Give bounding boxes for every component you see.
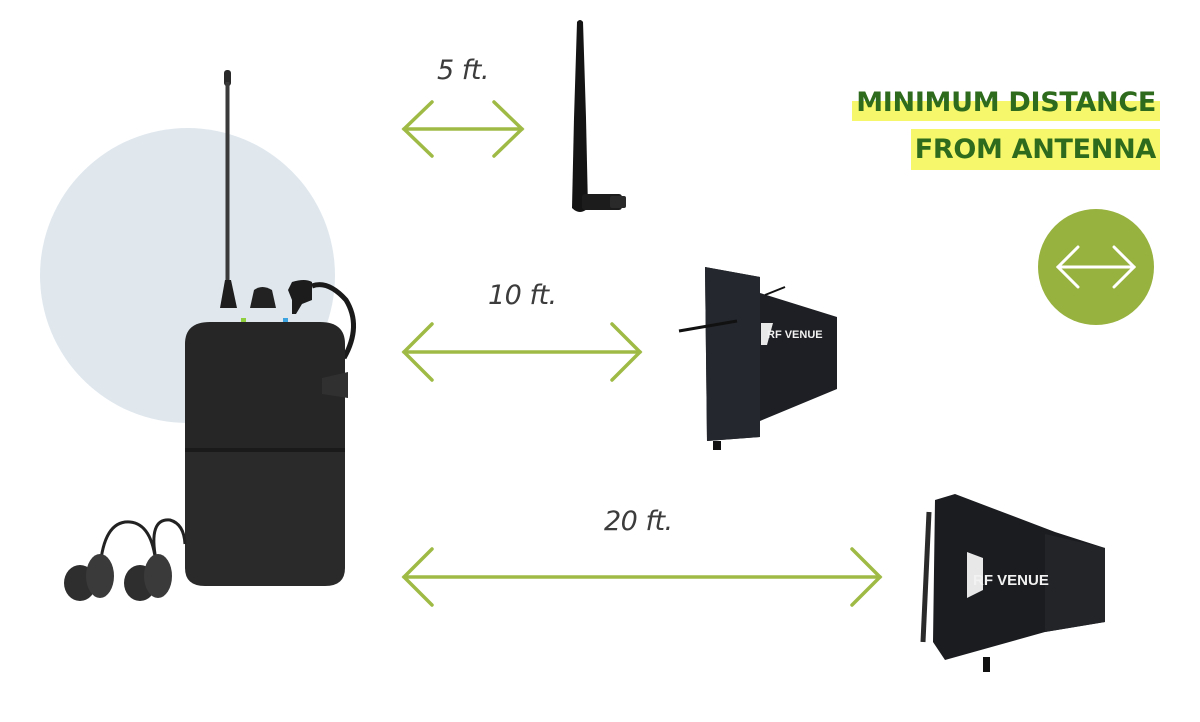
heading-text-2: FROM ANTENNA xyxy=(910,129,1160,170)
paddle-antenna-image: RF VENUE xyxy=(675,265,845,450)
distance-badge xyxy=(1038,209,1154,325)
double-arrow-5ft xyxy=(400,100,526,158)
heading-line-1: MINIMUM DISTANCE xyxy=(852,85,1160,121)
heading-text-1: MINIMUM DISTANCE xyxy=(852,85,1160,121)
double-arrow-10ft xyxy=(400,322,644,382)
heading-line-2: FROM ANTENNA xyxy=(910,129,1160,170)
rf-venue-logo: RF VENUE xyxy=(973,572,1049,589)
whip-antenna-image xyxy=(560,18,632,218)
rf-venue-logo: RF VENUE xyxy=(767,329,823,341)
bodypack-receiver-image xyxy=(60,68,370,608)
double-arrow-20ft xyxy=(400,547,884,607)
distance-label-10ft: 10 ft. xyxy=(488,280,557,311)
double-arrow-icon xyxy=(1055,245,1137,289)
distance-label-5ft: 5 ft. xyxy=(437,55,489,86)
distance-label-20ft: 20 ft. xyxy=(604,506,673,537)
helical-antenna-image: RF VENUE xyxy=(915,492,1115,672)
